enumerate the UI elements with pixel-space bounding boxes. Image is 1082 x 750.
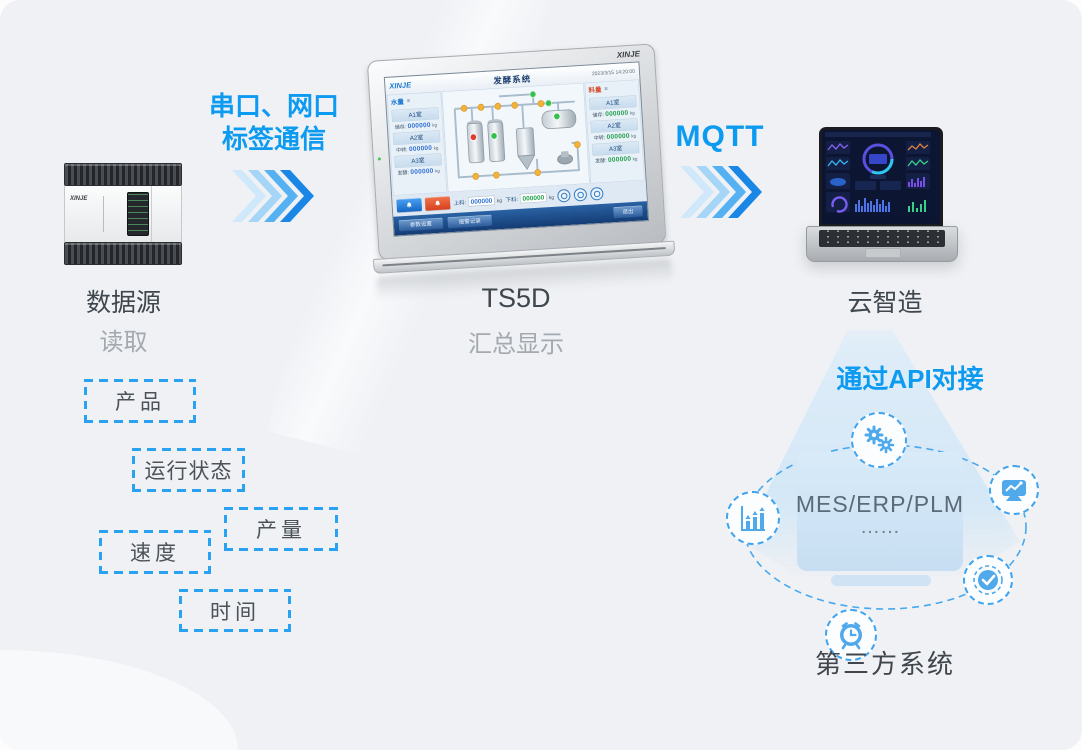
right-panel-header: 料量 bbox=[588, 85, 602, 95]
value-readout: 000000 bbox=[408, 143, 433, 153]
plc-terminal-strip-bottom bbox=[64, 242, 182, 265]
hmi-screen: XINJE 发酵系统 2023/3/15 14:20:00 水量 ≡ bbox=[383, 61, 650, 237]
hmi-bezel-brand: XINJE bbox=[616, 49, 641, 60]
mes-box-title: MES/ERP/PLM bbox=[795, 491, 965, 517]
check-badge-icon bbox=[963, 555, 1013, 605]
monitor-chart-icon bbox=[989, 465, 1039, 515]
tag-product: 产品 bbox=[84, 379, 196, 423]
plc-terminal-strip-top bbox=[64, 163, 182, 186]
third-party-label: 第三方系统 bbox=[814, 649, 955, 679]
round-control-button bbox=[557, 188, 571, 203]
laptop-keyboard bbox=[819, 230, 945, 247]
tag-run-status: 运行状态 bbox=[132, 448, 245, 492]
gears-icon bbox=[851, 412, 907, 468]
hmi-sublabel: 汇总显示 bbox=[468, 331, 564, 358]
round-control-button bbox=[589, 186, 604, 201]
value-readout: 000000 bbox=[604, 108, 629, 118]
left-panel-header: 水量 bbox=[390, 97, 405, 107]
bell-icon bbox=[435, 200, 441, 206]
value-readout: 000000 bbox=[606, 131, 630, 141]
plc-device: XINJE bbox=[64, 163, 182, 265]
plc-brand-logo: XINJE bbox=[70, 196, 88, 202]
mqtt-link-label: MQTT bbox=[675, 120, 765, 153]
laptop bbox=[806, 127, 958, 262]
alarm-clock-icon bbox=[825, 609, 877, 661]
hmi-datetime: 2023/3/15 14:20:00 bbox=[591, 68, 636, 77]
chevron-arrows-icon bbox=[680, 166, 762, 218]
corner-highlight bbox=[0, 650, 238, 750]
cloud-dashboard bbox=[822, 130, 934, 218]
alarm-button-blue bbox=[396, 197, 423, 213]
hmi-device: XINJE XINJE 发酵系统 2023/3/15 14:20:00 bbox=[361, 43, 676, 305]
laptop-trackpad bbox=[865, 248, 901, 258]
hmi-screen-brand: XINJE bbox=[389, 80, 412, 91]
serial-link-label: 串口、网口 标签通信 bbox=[208, 91, 339, 154]
plc-label: 数据源 bbox=[85, 289, 161, 317]
plc-sublabel: 读取 bbox=[99, 329, 148, 356]
laptop-screen bbox=[819, 127, 943, 227]
bar-chart-icon bbox=[726, 491, 780, 545]
tag-time: 时间 bbox=[179, 589, 291, 632]
value-readout: 000000 bbox=[407, 120, 431, 130]
feed-out-readout: 下料: 000000 kg bbox=[505, 192, 555, 204]
value-readout: 000000 bbox=[410, 166, 434, 176]
chevron-arrows-icon bbox=[232, 170, 314, 222]
process-diagram bbox=[441, 82, 590, 193]
cloud-label: 云智造 bbox=[847, 289, 923, 317]
power-led bbox=[377, 157, 381, 161]
hmi-status-bar: 上料: 000000 kg 下料: 000000 kg bbox=[392, 180, 647, 217]
api-label: 通过API对接 bbox=[836, 364, 984, 394]
plc-divider bbox=[151, 186, 152, 242]
alarm-button-red bbox=[424, 196, 451, 211]
hmi-label: TS5D bbox=[481, 283, 551, 313]
menu-icon: ≡ bbox=[406, 97, 411, 104]
mes-erp-plm-box: MES/ERP/PLM …… bbox=[795, 452, 965, 571]
mes-box-stand bbox=[831, 575, 931, 586]
mes-box-dots: …… bbox=[860, 516, 900, 538]
value-readout: 000000 bbox=[607, 154, 632, 164]
round-control-button bbox=[573, 187, 588, 202]
nav-button: 参数设置 bbox=[398, 217, 444, 232]
plc-divider bbox=[103, 196, 104, 232]
laptop-keyboard-deck bbox=[806, 226, 958, 262]
bell-icon bbox=[406, 202, 412, 208]
tag-speed: 速度 bbox=[99, 530, 211, 574]
tag-output: 产量 bbox=[224, 507, 338, 551]
exit-button: 退出 bbox=[613, 205, 643, 219]
nav-button: 报警记录 bbox=[447, 214, 493, 229]
feed-in-readout: 上料: 000000 kg bbox=[453, 195, 503, 207]
plc-status-window bbox=[127, 192, 149, 236]
menu-icon: ≡ bbox=[604, 85, 608, 92]
